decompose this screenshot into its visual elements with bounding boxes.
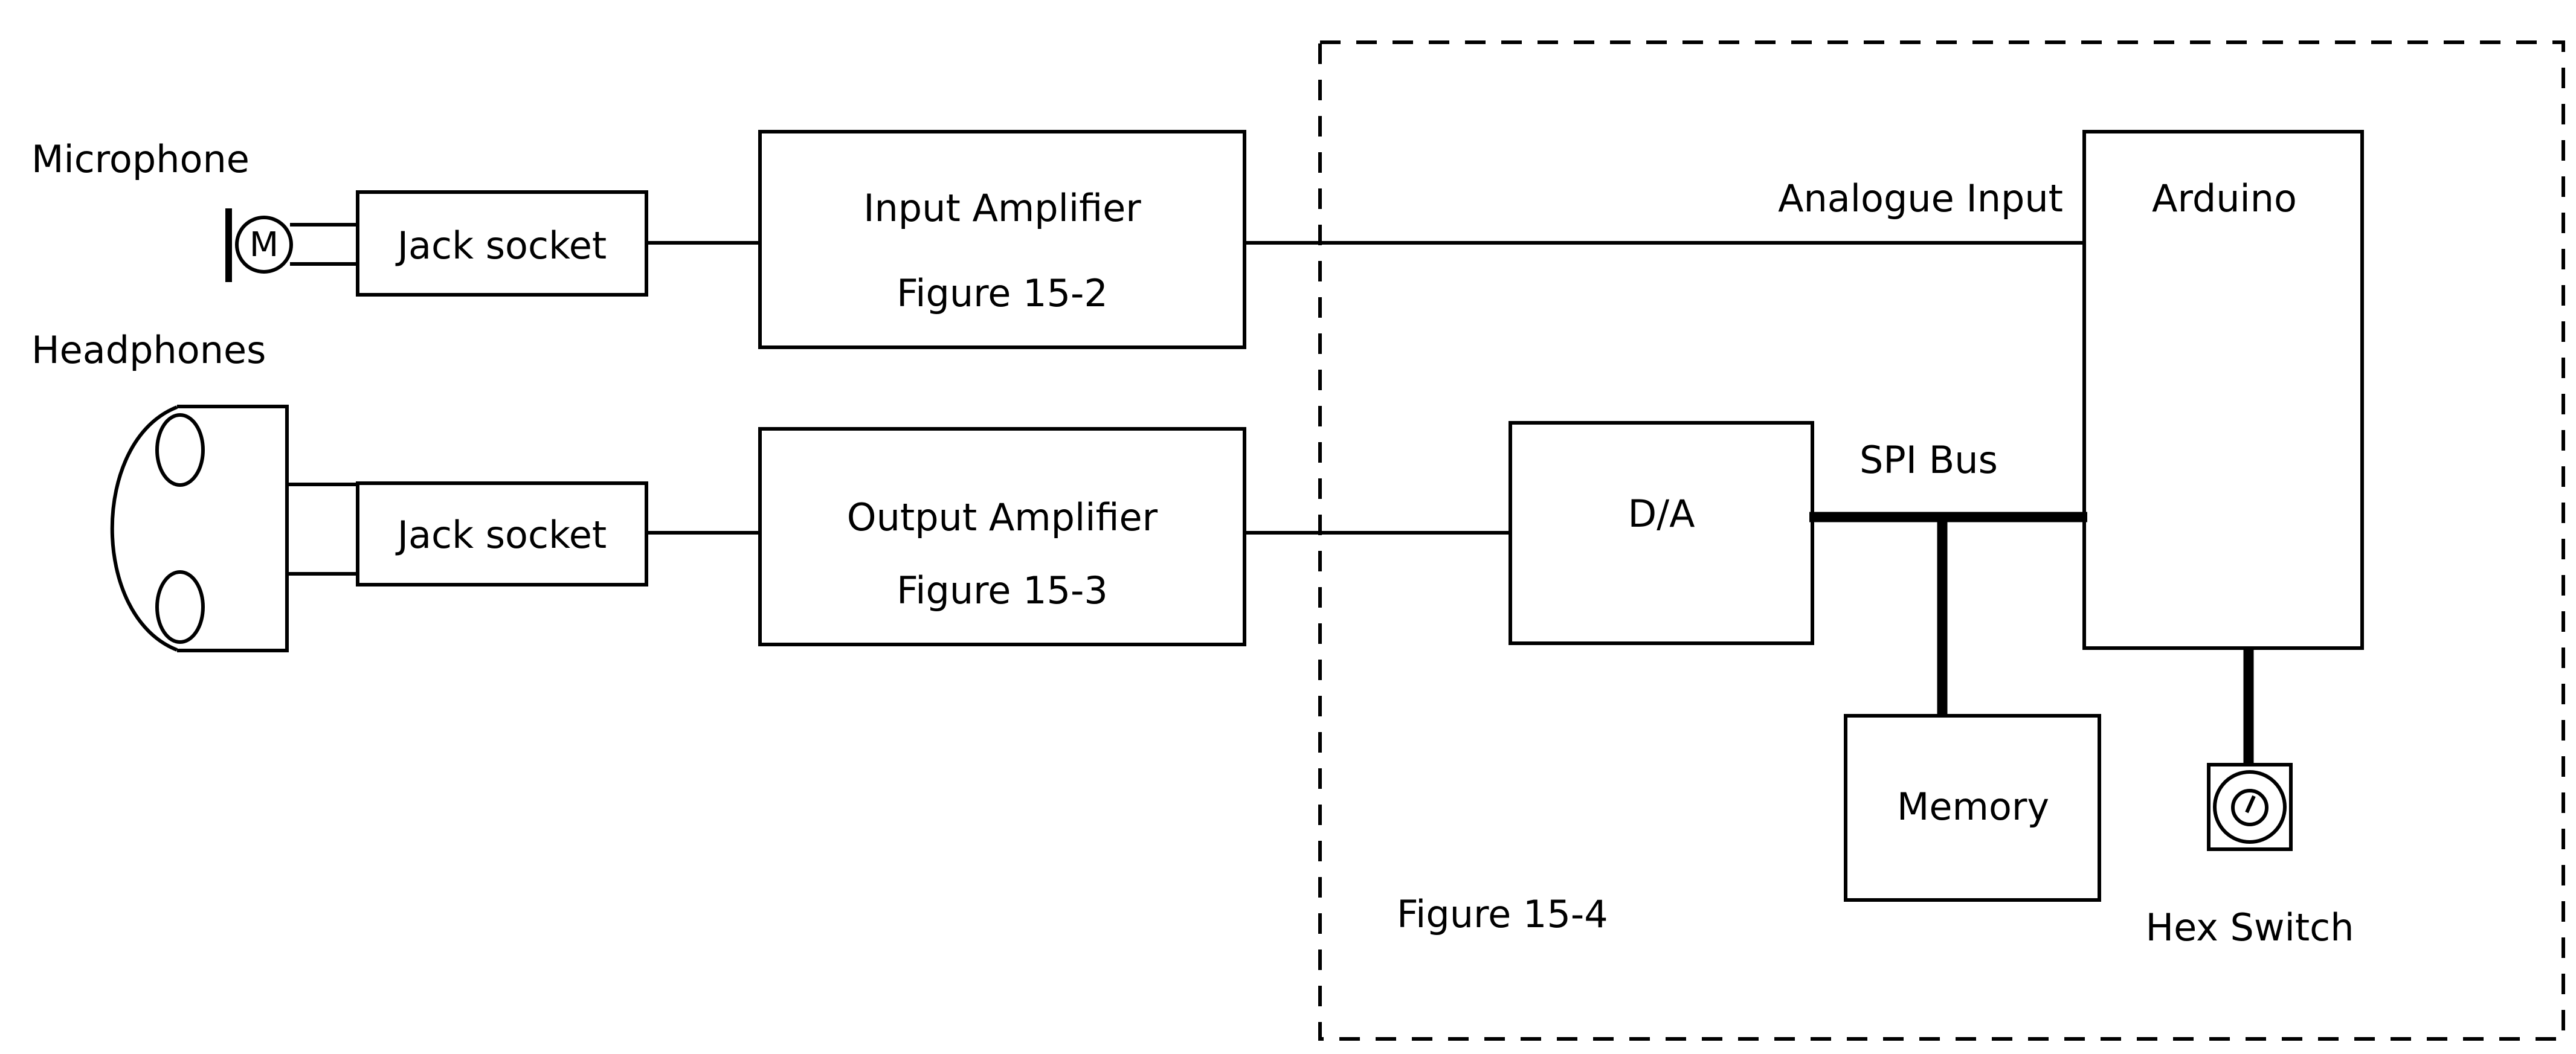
dac-label: D/A: [1628, 492, 1695, 536]
figure-caption-label: Figure 15-4: [1397, 892, 1608, 936]
memory-box[interactable]: [1844, 714, 2101, 902]
arduino-box[interactable]: [2082, 130, 2364, 650]
headphones-earcup-top-icon: [155, 413, 205, 487]
headphones-body-outline: [177, 405, 289, 652]
microphone-circle-icon: [235, 216, 293, 274]
mic-jack-socket-label: Jack socket: [395, 223, 607, 268]
output-amplifier-reference: Figure 15-3: [897, 568, 1108, 612]
output-amplifier-title: Output Amplifier: [847, 495, 1158, 539]
microphone-symbol-letter: M: [250, 225, 279, 265]
input-amplifier-reference: Figure 15-2: [897, 271, 1108, 315]
figure-enclosure-dashed-border: [1318, 40, 2565, 1041]
headphones-earcup-bottom-icon: [155, 570, 205, 644]
microphone-bar-icon: [225, 208, 232, 282]
hex-switch-box[interactable]: [2207, 763, 2293, 851]
input-amplifier-box[interactable]: [758, 130, 1246, 349]
spi-bus-label: SPI Bus: [1860, 438, 1998, 482]
microphone-label: Microphone: [31, 137, 250, 181]
hex-switch-label: Hex Switch: [2145, 905, 2354, 950]
output-amplifier-box[interactable]: [758, 427, 1246, 646]
hex-switch-outer-circle-icon: [2213, 770, 2287, 844]
hex-switch-inner-circle-icon: [2231, 789, 2268, 826]
headphones-label: Headphones: [31, 328, 266, 372]
input-amplifier-title: Input Amplifier: [863, 186, 1141, 230]
headphones-headband-icon: [110, 405, 178, 652]
arduino-label: Arduino: [2152, 176, 2297, 220]
analogue-input-label: Analogue Input: [1778, 176, 2063, 220]
hex-switch-pointer-icon: [2245, 795, 2256, 814]
headphone-jack-socket-label: Jack socket: [395, 513, 607, 557]
memory-label: Memory: [1897, 785, 2049, 829]
dac-box[interactable]: [1509, 421, 1814, 645]
